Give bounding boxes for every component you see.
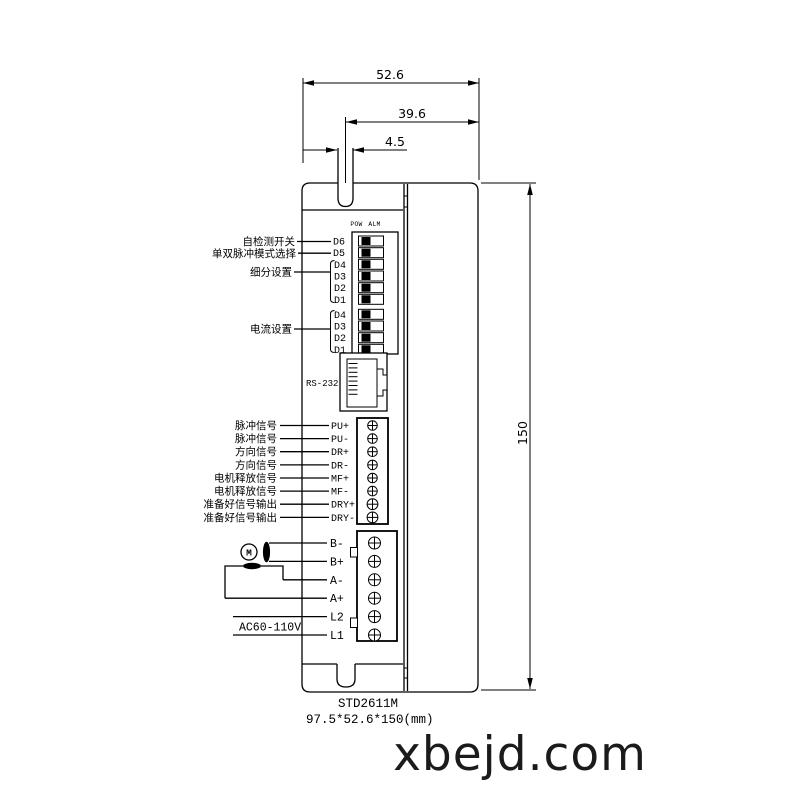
- led-labels: POW ALM: [350, 221, 380, 228]
- rs232-label: RS-232: [306, 379, 338, 389]
- power-terminal-label: A+: [330, 593, 344, 606]
- dip-function-label: 自检测开关: [243, 235, 296, 248]
- signal-terminal-label: DRY+: [331, 501, 355, 512]
- dip-label: D3: [334, 273, 346, 284]
- top-mount-slot: [337, 148, 354, 208]
- rj11-connector-icon[interactable]: [339, 352, 388, 412]
- dim-slot-to-edge: 39.6: [398, 106, 426, 121]
- power-terminal-label: A-: [330, 575, 344, 588]
- screw-terminal-icon[interactable]: [368, 536, 381, 642]
- signal-terminal-label: MF-: [331, 488, 349, 499]
- dip-label: D2: [334, 284, 346, 295]
- power-terminal-label: B+: [330, 556, 344, 569]
- signal-terminal-label: DR-: [331, 461, 349, 472]
- motor-icon: M: [240, 543, 258, 561]
- device-outline: [301, 148, 479, 693]
- signal-terminal-block: PU+ PU- DR+ DR- MF+ MF- DRY+ DRY- 脉冲信号 脉…: [204, 417, 389, 525]
- dip-switch-icon[interactable]: [358, 308, 384, 355]
- alm-led-label: ALM: [368, 221, 380, 228]
- dip-label: D5: [333, 249, 345, 260]
- power-terminal-label: L1: [330, 630, 344, 643]
- signal-desc-label: 方向信号: [235, 458, 277, 471]
- signal-desc-label: 电机释放信号: [214, 485, 277, 498]
- dip-function-label: 单双脉冲模式选择: [212, 247, 296, 260]
- coil-icon: [243, 562, 261, 570]
- dip-label: D4: [334, 261, 346, 272]
- ac-voltage-label: AC60-110V: [239, 622, 301, 635]
- signal-terminal-label: DR+: [331, 448, 349, 459]
- dim-height: 150: [515, 421, 530, 445]
- signal-terminal-label: DRY-: [331, 514, 355, 525]
- dim-slot-width: 4.5: [385, 134, 405, 149]
- bottom-mount-slot: [336, 664, 356, 688]
- signal-terminal-label: PU-: [331, 435, 349, 446]
- dim-total-width: 52.6: [376, 67, 404, 82]
- signal-terminal-label: PU+: [331, 422, 349, 433]
- dip-label: D1: [334, 296, 346, 307]
- dip-function-label: 细分设置: [250, 266, 292, 279]
- motor-wiring: M AC60-110V: [224, 541, 327, 636]
- dip-label: D1: [334, 346, 346, 357]
- height-dimension: 150: [481, 182, 536, 691]
- signal-desc-label: 方向信号: [235, 445, 277, 458]
- dip-label: D2: [334, 334, 346, 345]
- model-number: STD2611M: [338, 697, 398, 711]
- dip-switch-icon[interactable]: [358, 235, 384, 305]
- signal-desc-label: 脉冲信号: [235, 432, 277, 445]
- signal-desc-label: 准备好信号输出: [204, 511, 278, 524]
- svg-text:M: M: [246, 548, 252, 559]
- watermark: xbejd.com: [393, 727, 647, 782]
- dip-label: D6: [333, 238, 345, 249]
- dip-function-label: 电流设置: [250, 323, 292, 336]
- dip-switch-bank: D6 D5 D4 D3 D2 D1 D4 D3 D2 D1 自检测开关 单双脉冲…: [212, 231, 399, 357]
- dip-label: D3: [334, 323, 346, 334]
- signal-desc-label: 准备好信号输出: [204, 498, 278, 511]
- footer: STD2611M 97.5*52.6*150(mm): [306, 697, 434, 727]
- top-dimensions: 52.6 39.6 4.5: [302, 67, 480, 192]
- dip-label: D4: [334, 311, 346, 322]
- pow-led-label: POW: [350, 221, 362, 228]
- signal-terminal-label: MF+: [331, 475, 349, 486]
- power-terminal-label: B-: [330, 538, 344, 551]
- power-terminal-label: L2: [330, 612, 344, 625]
- power-terminal-block: B- B+ A- A+ L2 L1: [330, 530, 398, 643]
- coil-icon: [262, 541, 271, 563]
- overall-size: 97.5*52.6*150(mm): [306, 713, 434, 727]
- rs232-port: RS-232: [306, 352, 388, 412]
- signal-desc-label: 脉冲信号: [235, 419, 277, 432]
- signal-desc-label: 电机释放信号: [214, 472, 277, 485]
- screw-terminal-icon[interactable]: [366, 420, 379, 524]
